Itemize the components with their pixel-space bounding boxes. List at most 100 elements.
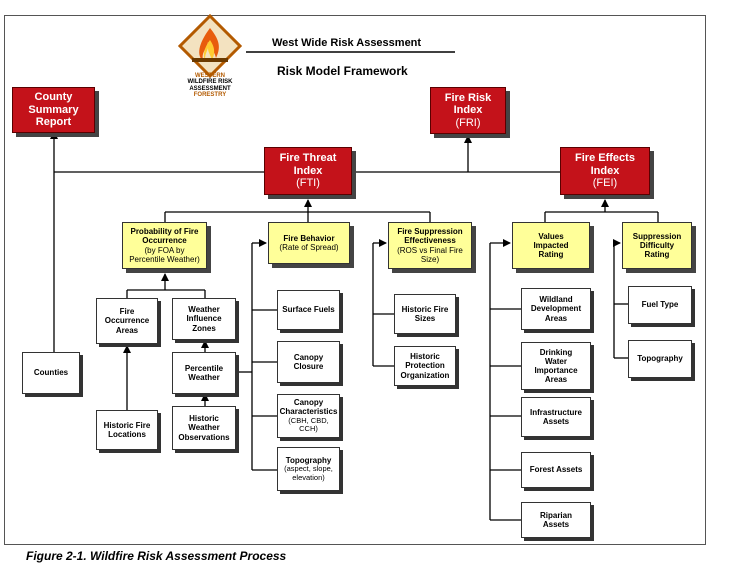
node-label: Development: [530, 304, 582, 314]
node-label: Fire: [119, 307, 135, 317]
node-label: Suppression: [632, 231, 682, 241]
node-label: Percentile: [184, 363, 224, 373]
node-label: Weather: [188, 373, 220, 382]
infrastructure-assets-box: Infrastructure Assets: [521, 397, 591, 437]
page-title: West Wide Risk Assessment: [272, 37, 422, 49]
probability-of-fire-occurrence-box: Probability of Fire Occurrence (by FOA b…: [122, 222, 207, 269]
node-label: Topography: [637, 354, 683, 364]
node-label: Organization: [400, 370, 450, 380]
node-label: County: [34, 91, 73, 104]
drinking-water-importance-areas-box: Drinking Water Importance Areas: [521, 342, 591, 390]
node-label: Weather: [188, 305, 220, 315]
node-label: Canopy: [293, 352, 324, 362]
logo-line: WILDFIRE RISK: [187, 79, 233, 86]
node-label: Difficulty: [639, 240, 675, 250]
node-label: Assets: [542, 520, 570, 529]
node-label: Fire Effects: [575, 152, 635, 165]
node-label: Canopy: [293, 398, 324, 408]
node-label: Topography: [285, 455, 332, 465]
node-label: Historic Fire: [103, 420, 151, 430]
weather-influence-zones-box: Weather Influence Zones: [172, 298, 236, 340]
fuel-type-box: Fuel Type: [628, 286, 692, 324]
counties-box: Counties: [22, 352, 80, 394]
county-summary-report-box: County Summary Report: [12, 87, 95, 133]
node-label: Rating: [538, 250, 564, 260]
node-label: Water: [545, 356, 567, 366]
node-label: Values: [538, 231, 564, 241]
node-label: Zones: [192, 323, 216, 333]
wildland-development-areas-box: Wildland Development Areas: [521, 288, 591, 330]
node-label: Index: [590, 164, 620, 177]
node-label: Index: [453, 104, 483, 117]
node-label: Surface Fuels: [282, 305, 335, 315]
node-sublabel: CCH): [299, 424, 318, 434]
fire-behavior-box: Fire Behavior (Rate of Spread): [268, 222, 350, 264]
node-sublabel: (CBH, CBD,: [288, 415, 329, 425]
topography-elevation-box: Topography (aspect, slope, elevation): [277, 447, 340, 491]
historic-weather-observations-box: Historic Weather Observations: [172, 406, 236, 450]
wildfire-logo: [178, 14, 242, 79]
surface-fuels-box: Surface Fuels: [277, 290, 340, 330]
node-label: Wildland: [539, 295, 573, 305]
node-label: Weather: [188, 423, 220, 433]
fire-suppression-effectiveness-box: Fire Suppression Effectiveness (ROS vs F…: [388, 222, 472, 269]
node-label: Assets: [542, 417, 570, 426]
node-label: Observations: [178, 432, 230, 442]
historic-protection-organization-box: Historic Protection Organization: [394, 346, 456, 386]
node-label: Fire Behavior: [283, 233, 335, 243]
fire-risk-index-box: Fire Risk Index (FRI): [430, 87, 506, 134]
node-label: Effectiveness: [404, 236, 456, 246]
canopy-closure-box: Canopy Closure: [277, 341, 340, 383]
page-subtitle: Risk Model Framework: [277, 64, 408, 78]
node-label: Probability of Fire: [130, 227, 199, 237]
node-label: Summary: [28, 103, 79, 116]
node-sublabel: (FRI): [455, 116, 481, 129]
riparian-assets-box: Riparian Assets: [521, 502, 591, 538]
fire-effects-index-box: Fire Effects Index (FEI): [560, 147, 650, 195]
node-label: Protection: [405, 361, 445, 371]
fire-threat-index-box: Fire Threat Index (FTI): [264, 147, 352, 195]
node-label: Impacted: [533, 240, 569, 250]
node-label: Occurrence: [142, 236, 187, 246]
node-label: Index: [293, 164, 323, 177]
logo-line: FORESTRY: [193, 91, 227, 98]
node-label: Areas: [544, 375, 568, 385]
node-sublabel: (Rate of Spread): [279, 243, 339, 252]
node-sublabel: (aspect, slope,: [284, 463, 333, 473]
suppression-difficulty-rating-box: Suppression Difficulty Rating: [622, 222, 692, 269]
node-label: Rating: [644, 250, 670, 260]
fire-occurrence-areas-box: Fire Occurrence Areas: [96, 298, 158, 344]
node-sublabel: (by FOA by: [144, 245, 185, 255]
node-sublabel: (FEI): [592, 177, 618, 190]
node-sublabel: (FTI): [296, 177, 320, 190]
node-label: Areas: [115, 325, 139, 335]
forest-assets-box: Forest Assets: [521, 452, 591, 488]
node-label: Closure: [293, 362, 324, 371]
node-label: Counties: [33, 368, 69, 378]
node-label: Occurrence: [104, 316, 150, 326]
node-label: Locations: [108, 430, 146, 439]
node-sublabel: (ROS vs Final Fire: [397, 245, 463, 255]
node-label: Fire Threat: [279, 152, 337, 165]
node-label: Forest Assets: [529, 465, 583, 475]
node-label: Historic: [189, 414, 219, 424]
node-label: Fire Risk: [444, 91, 492, 104]
node-label: Influence: [186, 314, 222, 324]
node-label: Drinking: [539, 347, 573, 357]
values-impacted-rating-box: Values Impacted Rating: [512, 222, 590, 269]
node-label: Importance: [534, 366, 578, 375]
node-label: Riparian: [539, 510, 572, 520]
logo-line: WESTERN: [195, 73, 225, 79]
figure-caption: Figure 2-1. Wildfire Risk Assessment Pro…: [26, 549, 287, 563]
historic-fire-sizes-box: Historic Fire Sizes: [394, 294, 456, 334]
node-label: Historic: [410, 352, 440, 362]
historic-fire-locations-box: Historic Fire Locations: [96, 410, 158, 450]
logo-line: ASSESSMENT: [189, 85, 231, 92]
node-label: Fuel Type: [641, 300, 679, 310]
node-label: Report: [35, 116, 72, 129]
node-label: Historic Fire: [401, 304, 449, 314]
node-label: Characteristics: [279, 407, 338, 417]
node-sublabel: Percentile Weather): [129, 254, 200, 264]
topography-box: Topography: [628, 340, 692, 378]
